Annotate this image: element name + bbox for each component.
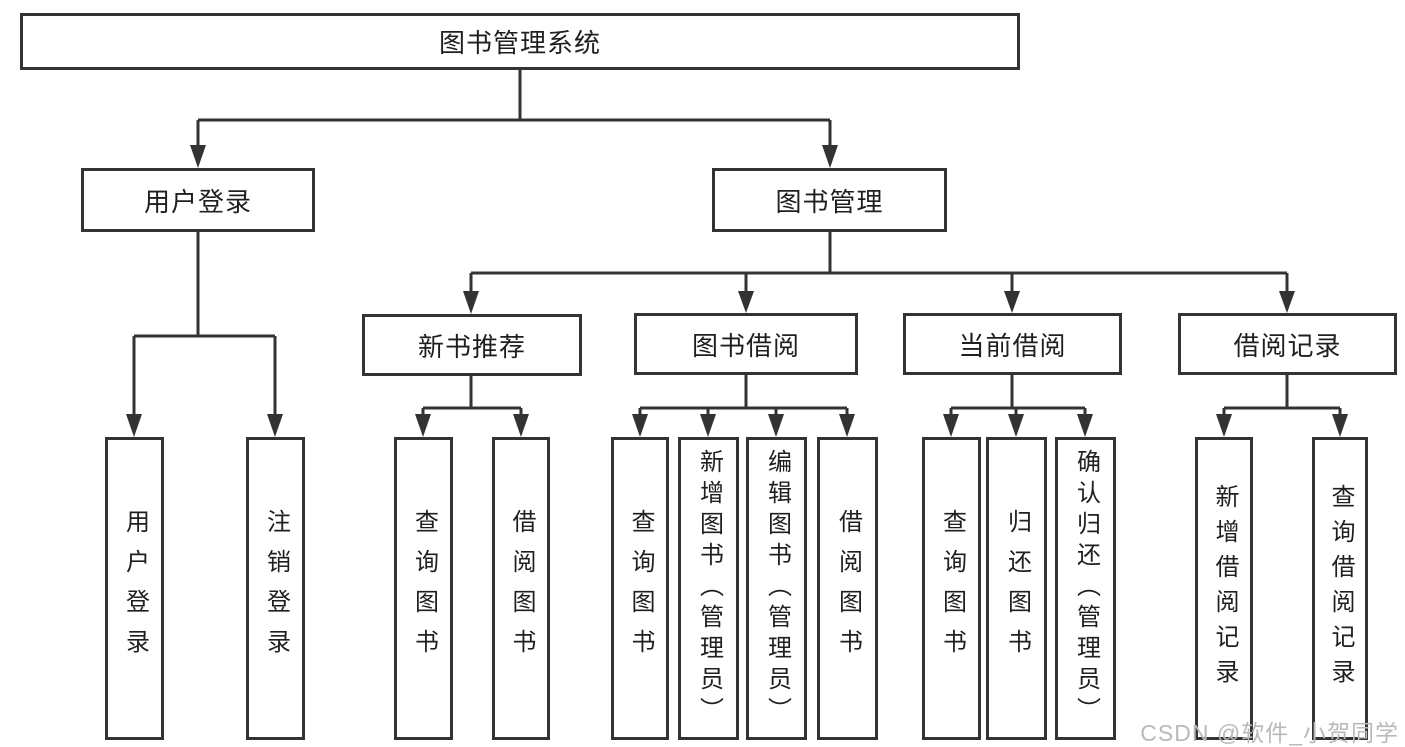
- node-book-borrowing: 图书借阅: [634, 313, 858, 375]
- node-new-book-recommend: 新书推荐: [362, 314, 582, 376]
- leaf-query-books: 查询图书: [922, 437, 981, 740]
- leaf-label: 归还图书: [1003, 508, 1031, 669]
- node-user-login: 用户登录: [81, 168, 315, 232]
- leaf-label: 借阅图书: [834, 508, 862, 669]
- leaf-query-books: 查询图书: [611, 437, 669, 740]
- leaf-edit-book-admin: 编辑图书（管理员）: [746, 437, 807, 740]
- leaf-query-borrow-record: 查询借阅记录: [1312, 437, 1368, 740]
- leaf-label: 确认归还（管理员）: [1072, 449, 1100, 728]
- node-library-management-system: 图书管理系统: [20, 13, 1020, 70]
- leaf-borrow-books: 借阅图书: [492, 437, 550, 740]
- node-label: 用户登录: [143, 186, 252, 217]
- leaf-add-borrow-record: 新增借阅记录: [1195, 437, 1253, 740]
- node-label: 图书借阅: [691, 330, 800, 361]
- leaf-confirm-return-admin: 确认归还（管理员）: [1055, 437, 1116, 740]
- leaf-borrow-books: 借阅图书: [817, 437, 878, 740]
- node-label: 图书管理: [775, 186, 884, 217]
- leaf-label: 查询图书: [627, 508, 654, 669]
- leaf-logout: 注销登录: [246, 437, 305, 740]
- leaf-add-book-admin: 新增图书（管理员）: [678, 437, 739, 740]
- node-borrowing-records: 借阅记录: [1178, 313, 1397, 375]
- leaf-user-login: 用户登录: [105, 437, 164, 740]
- node-label: 图书管理系统: [438, 28, 601, 58]
- leaf-label: 查询图书: [938, 508, 966, 669]
- leaf-label: 编辑图书（管理员）: [763, 449, 791, 728]
- leaf-label: 新增借阅记录: [1211, 483, 1238, 694]
- node-label: 新书推荐: [417, 331, 526, 362]
- leaf-label: 注销登录: [262, 508, 290, 669]
- leaf-label: 查询图书: [410, 508, 438, 669]
- leaf-return-books: 归还图书: [986, 437, 1047, 740]
- leaf-label: 用户登录: [121, 508, 149, 669]
- leaf-label: 新增图书（管理员）: [695, 449, 723, 728]
- node-label: 当前借阅: [958, 330, 1067, 361]
- leaf-label: 借阅图书: [508, 508, 535, 669]
- csdn-watermark: CSDN @软件_小贺同学: [1140, 720, 1399, 746]
- node-current-borrowing: 当前借阅: [903, 313, 1122, 375]
- leaf-label: 查询借阅记录: [1327, 483, 1354, 694]
- node-book-management: 图书管理: [712, 168, 947, 232]
- leaf-query-books: 查询图书: [394, 437, 453, 740]
- node-label: 借阅记录: [1233, 330, 1342, 361]
